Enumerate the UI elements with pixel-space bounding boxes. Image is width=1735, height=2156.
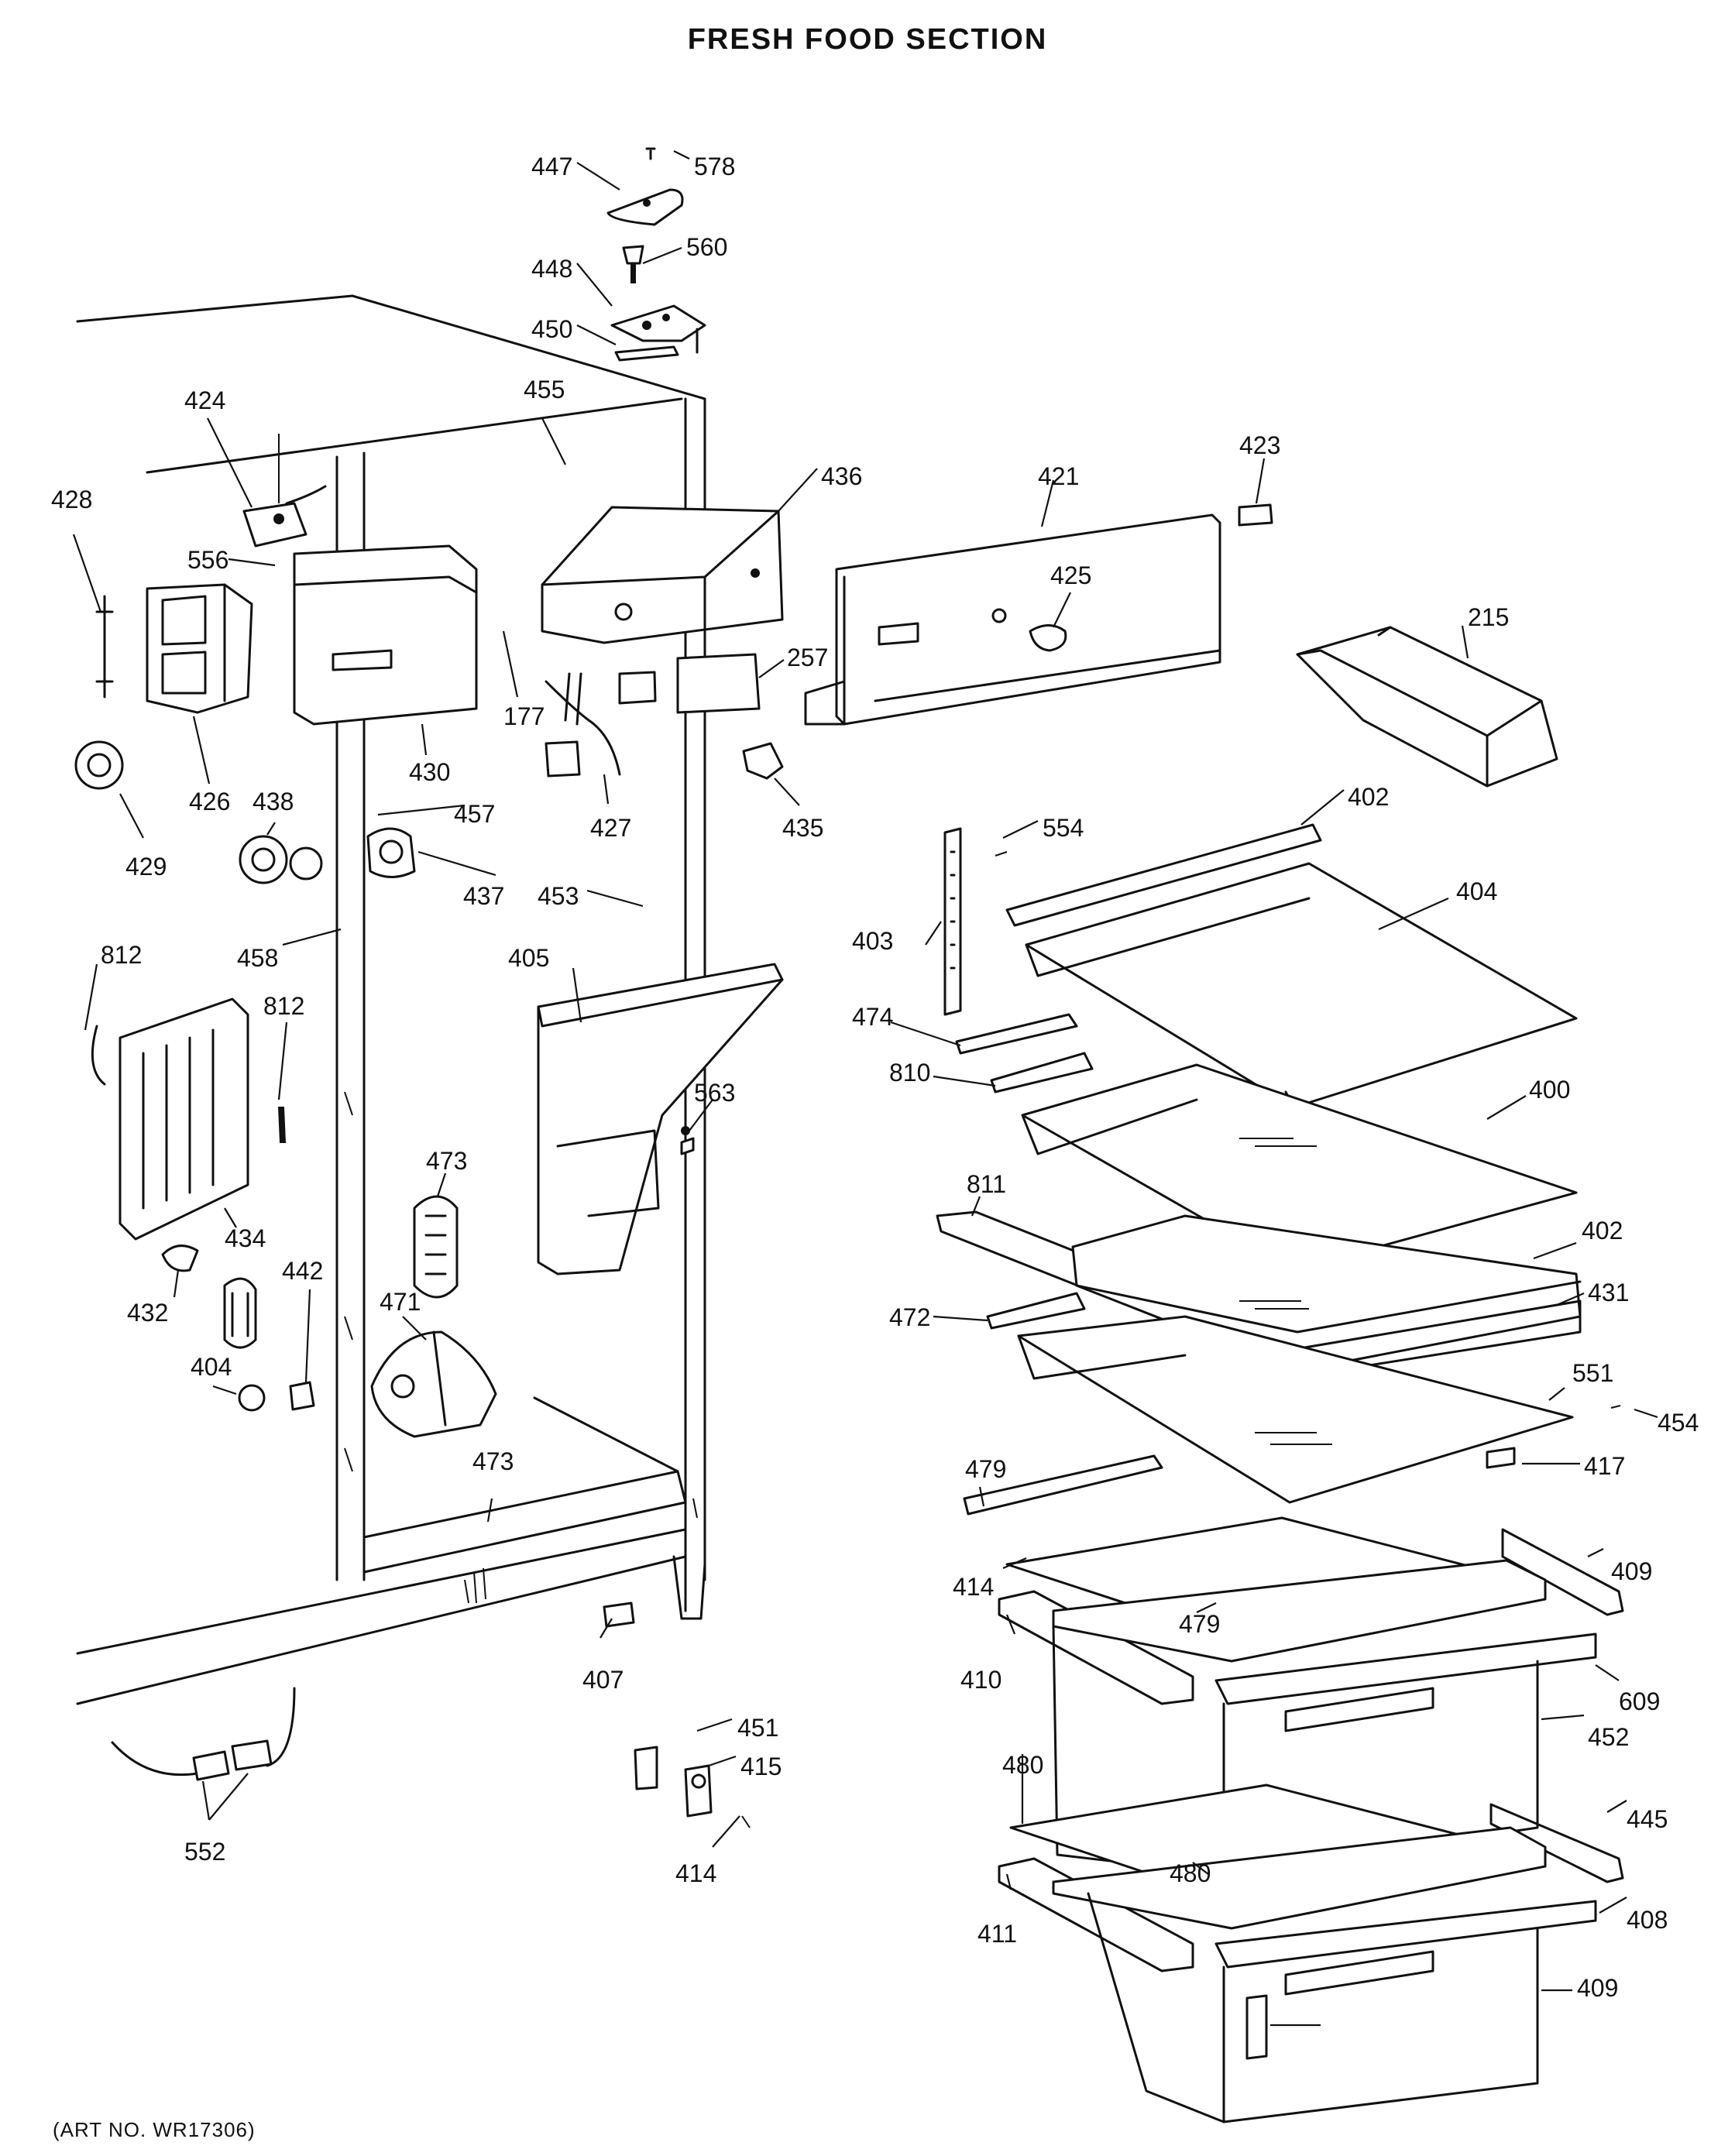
label-215: 215	[1468, 603, 1509, 631]
label-402: 810	[889, 1059, 930, 1087]
label-427: 427	[590, 814, 631, 842]
label-556: 556	[187, 546, 228, 574]
label-425: 425	[1050, 561, 1091, 589]
label-405: 405	[508, 944, 549, 972]
label-563: 563	[694, 1079, 735, 1107]
label-450: 450	[531, 315, 572, 343]
label-421: 421	[1038, 462, 1079, 490]
label-402: 472	[889, 1303, 930, 1331]
label-473: 811	[967, 1170, 1006, 1198]
label-451: 415	[740, 1753, 782, 1780]
label-609: 407	[582, 1666, 624, 1694]
crisper-drawers	[1005, 1516, 1597, 2123]
label-404: 404	[1456, 877, 1497, 905]
left-wall-parts	[91, 827, 416, 1412]
label-552: 414	[675, 1859, 716, 1887]
label-578: 578	[694, 153, 735, 180]
label-551: 454	[1658, 1409, 1699, 1437]
label-442: 471	[380, 1288, 421, 1316]
label-177: 177	[503, 702, 545, 730]
part-labels: 447 578 560 448 450 455 424 428 556 436 …	[51, 153, 1699, 2002]
page-title: FRESH FOOD SECTION	[687, 23, 1048, 56]
label-445: 552	[184, 1838, 225, 1866]
shelf-ladder	[943, 827, 1008, 1016]
label-480: 445	[1627, 1805, 1668, 1833]
label-424: 424	[184, 386, 225, 414]
label-438: 438	[253, 788, 294, 815]
label-812: 812	[101, 941, 142, 969]
label-458: 458	[237, 944, 278, 972]
label-479: 409	[1611, 1557, 1652, 1585]
leader-lines	[72, 150, 1658, 2027]
label-411: 408	[1627, 1906, 1668, 1934]
top-hinge-assembly	[606, 147, 706, 362]
label-423: 423	[1239, 431, 1280, 459]
label-428: 428	[51, 486, 92, 513]
label-410: 609	[1619, 1687, 1660, 1715]
label-436: 436	[821, 462, 862, 490]
label-452: 451	[737, 1714, 778, 1742]
label-430: 430	[409, 758, 450, 786]
label-448: 448	[531, 255, 572, 283]
label-432: 442	[282, 1257, 323, 1285]
art-number: (ART NO. WR17306)	[53, 2118, 256, 2141]
label-447: 447	[531, 153, 572, 180]
label-454: 473	[472, 1447, 514, 1475]
label-474: 474	[852, 1003, 893, 1031]
dairy-bin	[1296, 626, 1558, 788]
label-400: 400	[1529, 1076, 1570, 1104]
label-414: 480	[1170, 1859, 1211, 1887]
label-414: 479	[1179, 1610, 1220, 1638]
label-812: 812	[263, 992, 304, 1020]
control-housing	[541, 506, 784, 780]
label-417: 479	[965, 1455, 1006, 1483]
label-434: 473	[426, 1147, 467, 1175]
label-426: 426	[189, 788, 230, 815]
label-471: 402	[1582, 1217, 1623, 1245]
label-473: 417	[1584, 1452, 1625, 1480]
label-480: 411	[977, 1920, 1017, 1948]
label-407: 452	[1588, 1723, 1629, 1751]
label-472: 431	[1588, 1279, 1629, 1306]
bottom-left-parts	[111, 1602, 751, 1828]
shelves	[936, 823, 1621, 1504]
label-479: 410	[960, 1666, 1001, 1694]
label-457: 457	[454, 800, 495, 828]
fan-motor-and-ducts	[74, 485, 478, 790]
label-437: 437	[463, 882, 504, 910]
label-431: 404	[191, 1353, 232, 1381]
drawer-rails	[963, 1454, 1624, 1972]
label-408: 409	[1577, 1974, 1618, 2002]
label-415: 480	[1002, 1751, 1043, 1779]
label-257: 257	[787, 644, 828, 671]
label-402: 402	[1348, 783, 1389, 811]
label-409: 414	[953, 1573, 994, 1601]
label-455: 455	[524, 376, 565, 403]
label-811: 432	[127, 1299, 168, 1327]
label-560: 560	[686, 233, 727, 261]
label-404: 551	[1572, 1359, 1613, 1387]
label-554: 554	[1043, 814, 1084, 842]
label-429: 429	[125, 853, 167, 881]
label-810: 434	[225, 1224, 266, 1252]
label-435: 435	[782, 814, 823, 842]
air-duct-cover-and-damper	[370, 963, 784, 1438]
label-403: 403	[852, 927, 893, 955]
control-panel	[804, 503, 1273, 726]
label-453: 453	[538, 882, 579, 910]
